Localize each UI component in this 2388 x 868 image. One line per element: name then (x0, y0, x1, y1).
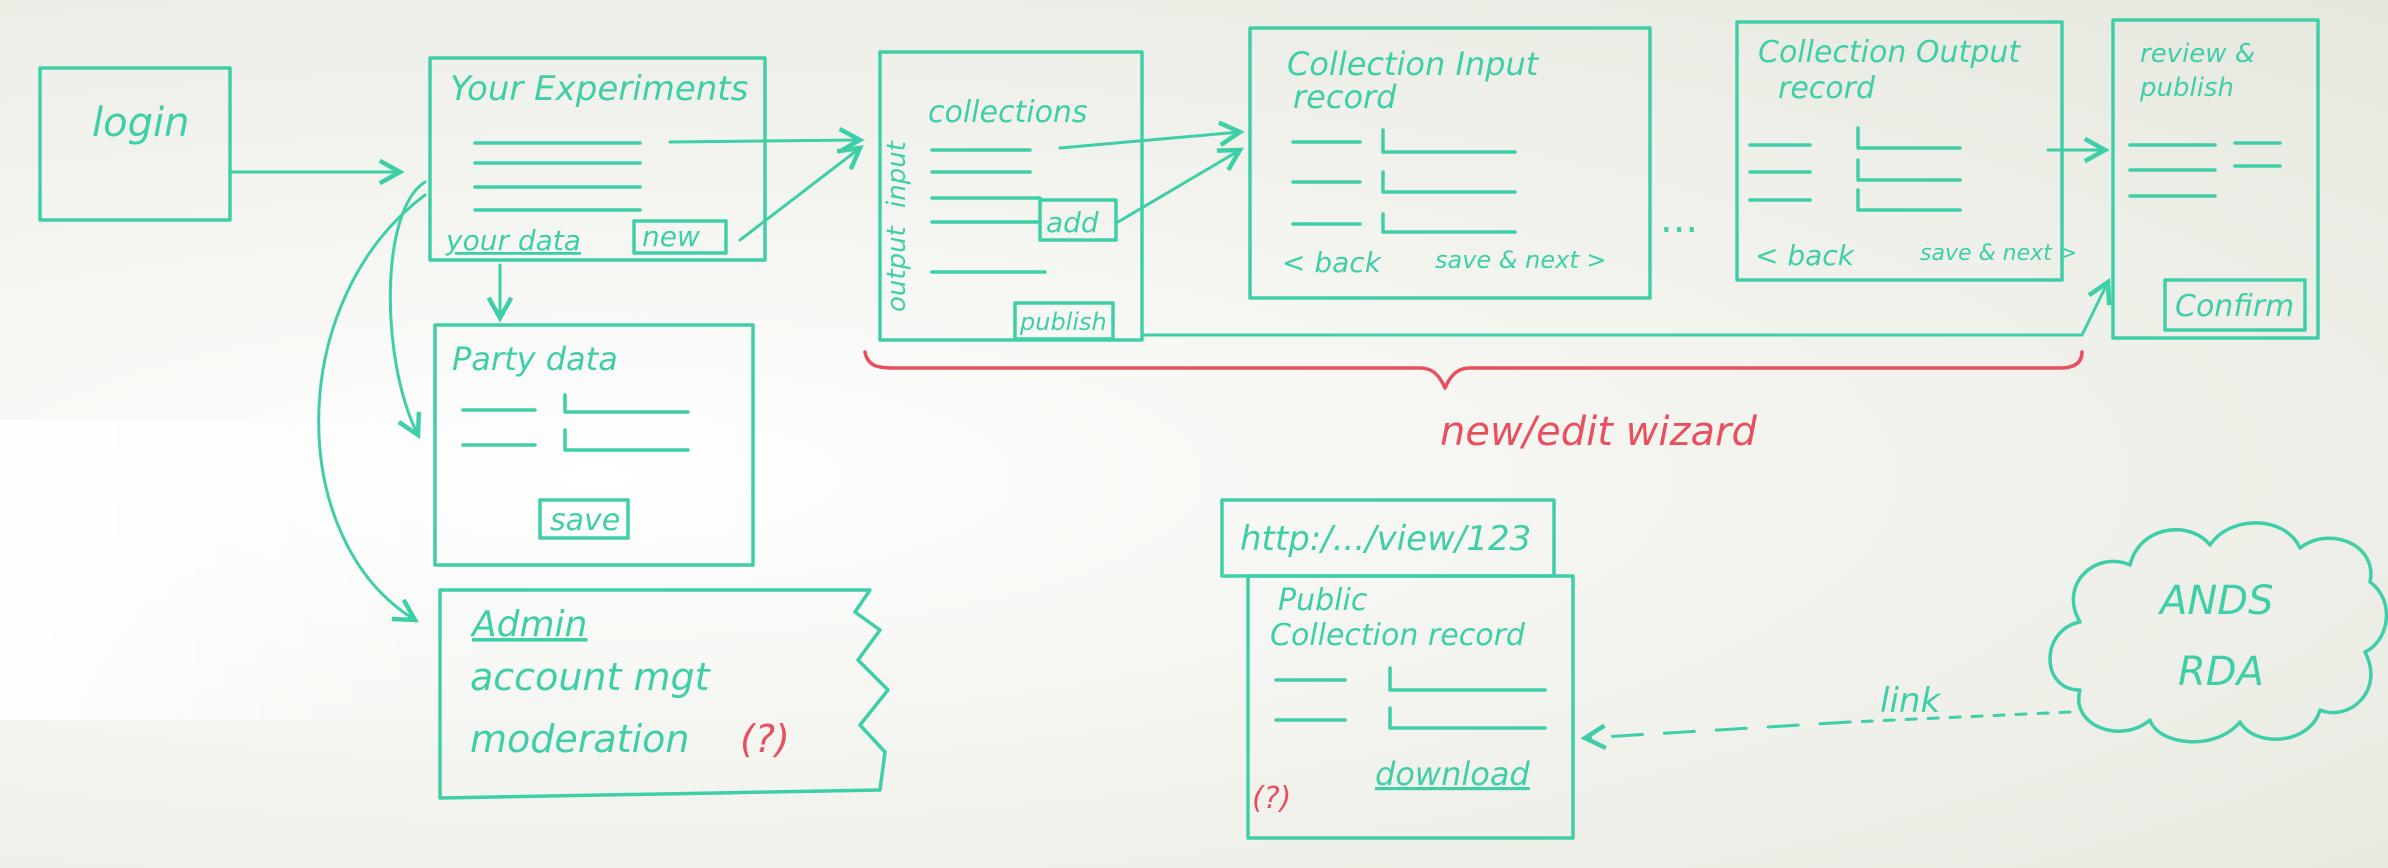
output-save-next-button[interactable]: save & next > (1920, 241, 2077, 266)
arrow-ands-to-public (1585, 720, 1852, 738)
ands-rda-cloud (2048, 521, 2388, 744)
admin-question-flag: (?) (740, 717, 790, 761)
add-button-frame[interactable] (1038, 198, 1118, 242)
new-button-frame[interactable] (632, 219, 728, 255)
arrow-collections-to-input (1058, 132, 1240, 150)
collections-box: collections input output add publish (878, 50, 1144, 342)
rda-label: RDA (2178, 649, 2264, 695)
placeholder-field (1856, 126, 1962, 150)
arrow-experiments-to-collections (668, 140, 860, 142)
admin-account-mgt: account mgt (470, 655, 712, 699)
placeholder-field (1381, 212, 1517, 234)
input-save-next-button[interactable]: save & next > (1435, 246, 1606, 274)
output-side-label: output (882, 225, 912, 312)
arrow-experiments-to-admin (317, 193, 427, 620)
publish-button[interactable]: publish (1019, 308, 1107, 336)
confirm-button[interactable]: Confirm (2175, 289, 2294, 324)
admin-moderation: moderation (470, 717, 689, 761)
public-url: http:/.../view/123 (1240, 519, 1531, 559)
login-box[interactable]: login (38, 66, 232, 222)
public-title-line2: Collection record (1270, 618, 1526, 653)
arrow-publish-to-review (1140, 282, 2108, 337)
arrow-experiments-to-party-side (388, 180, 427, 435)
admin-title: Admin (470, 604, 587, 645)
confirm-button-frame[interactable] (2163, 278, 2307, 332)
link-label: link (1880, 681, 1941, 721)
placeholder-field (563, 428, 690, 452)
placeholder-field (1856, 188, 1962, 212)
save-button[interactable]: save (550, 503, 620, 538)
admin-box: Admin account mgt moderation (?) (438, 588, 890, 800)
input-side-label: input (882, 140, 912, 208)
placeholder-field (1388, 666, 1547, 692)
public-question-flag: (?) (1252, 781, 1291, 816)
review-title-line2: publish (2139, 73, 2234, 103)
arrow-new-to-collections (738, 148, 860, 242)
publish-button-frame[interactable] (1013, 301, 1115, 341)
link-dash-cloud-side (1848, 710, 2072, 724)
login-label: login (92, 100, 189, 146)
wizard-label: new/edit wizard (1440, 409, 1757, 455)
public-record-box: http:/.../view/123 Public Collection rec… (1220, 498, 1575, 840)
wizard-ellipsis: ... (1660, 196, 1698, 242)
output-back-button[interactable]: < back (1755, 239, 1856, 272)
new-button[interactable]: new (642, 220, 700, 253)
ands-label: ANDS (2157, 578, 2273, 624)
input-record-title-line2: record (1293, 78, 1397, 116)
output-record-box: Collection Output record < back save & n… (1735, 20, 2077, 282)
arrow-add-to-input (1116, 150, 1240, 224)
placeholder-field (1388, 706, 1547, 730)
experiments-title: Your Experiments (450, 69, 748, 109)
party-box: Party data save (433, 323, 755, 567)
public-title-line1: Public (1278, 583, 1368, 618)
placeholder-field (1381, 170, 1517, 194)
placeholder-field (1856, 158, 1962, 182)
placeholder-field (1381, 128, 1517, 154)
placeholder-field (563, 393, 690, 414)
output-record-title-line1: Collection Output (1758, 35, 2021, 70)
input-back-button[interactable]: < back (1282, 246, 1383, 279)
download-link[interactable]: download (1375, 755, 1530, 793)
input-record-box: Collection Input record < back save & ne… (1248, 26, 1652, 300)
review-title-line1: review & (2140, 39, 2255, 69)
output-record-title-line2: record (1778, 71, 1876, 106)
add-button[interactable]: add (1046, 206, 1099, 239)
your-data-link[interactable]: your data (445, 224, 581, 257)
input-record-title-line1: Collection Input (1287, 45, 1540, 83)
party-title: Party data (452, 340, 618, 378)
save-button-frame[interactable] (538, 498, 630, 540)
experiments-box: Your Experiments your data new (428, 56, 767, 262)
review-box: review & publish Confirm (2111, 18, 2320, 340)
wizard-brace (863, 350, 2084, 390)
collections-title: collections (928, 95, 1088, 130)
